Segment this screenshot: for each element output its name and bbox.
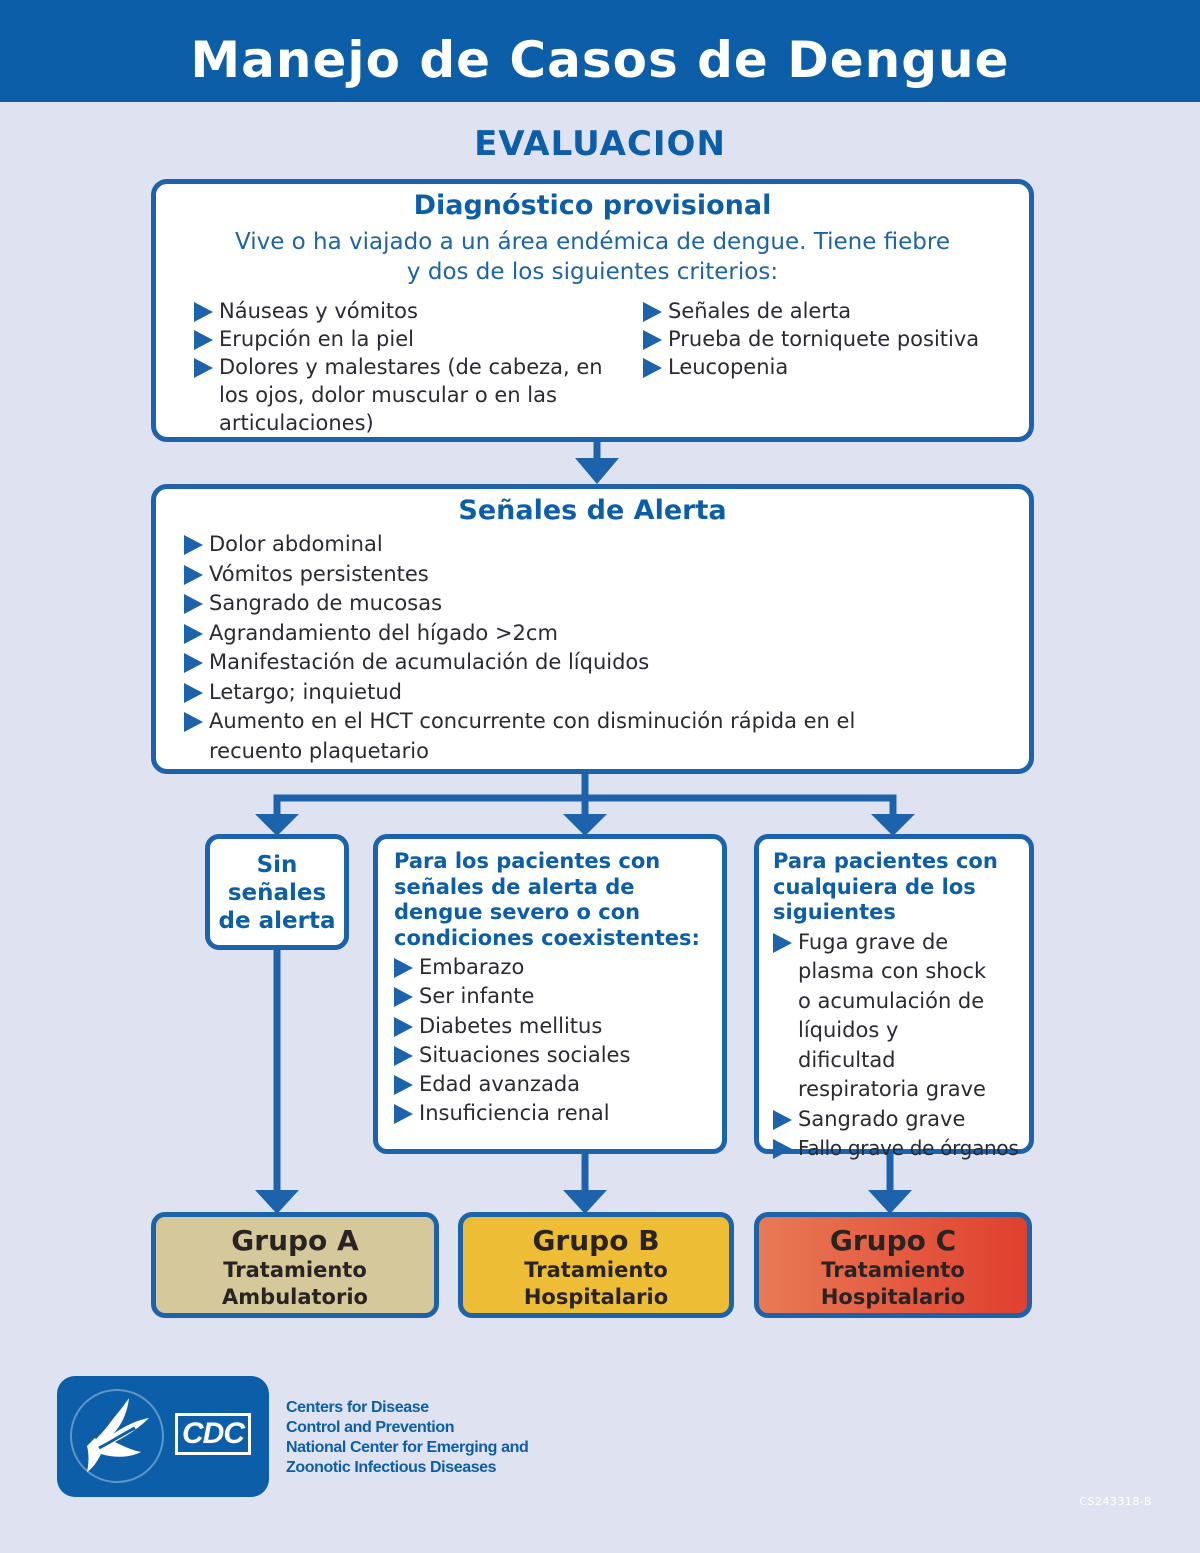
- arrowhead-pacientes-b: [563, 814, 607, 836]
- arrowhead-pacientes-c: [871, 814, 915, 836]
- document-code: CS243318-B: [1079, 1495, 1152, 1508]
- list-item: Letargo; inquietud: [184, 678, 874, 708]
- sin-alerta-line1: Sin: [256, 852, 298, 878]
- list-item: Situaciones sociales: [394, 1041, 708, 1070]
- diagnostico-box: Diagnóstico provisional Vive o ha viajad…: [151, 179, 1034, 442]
- agency-name: Centers for Disease Control and Preventi…: [286, 1398, 529, 1478]
- pacientes-b-heading: Para los pacientes con señales de alerta…: [394, 849, 700, 950]
- group-a-line1: Tratamiento: [223, 1258, 367, 1282]
- cdc-logo-text: CDC: [182, 1417, 245, 1450]
- group-c-title: Grupo C: [829, 1224, 957, 1257]
- header-banner: Manejo de Casos de Dengue: [0, 0, 1200, 102]
- list-item: Leucopenia: [643, 353, 1023, 381]
- list-item: Manifestación de acumulación de líquidos: [184, 648, 874, 678]
- page-title: Manejo de Casos de Dengue: [190, 31, 1010, 89]
- arrowhead-group-a: [255, 1190, 299, 1214]
- list-item: Ser infante: [394, 982, 708, 1011]
- arrowhead-group-b: [563, 1190, 607, 1214]
- agency-line-1: Centers for Disease: [286, 1399, 429, 1416]
- group-c-line2: Hospitalario: [820, 1285, 966, 1309]
- arrowhead-alert: [575, 458, 619, 484]
- diagnostico-subtitle-2: y dos de los siguientes criterios:: [406, 259, 779, 285]
- arrowhead-group-c: [868, 1190, 912, 1214]
- list-item: Sangrado grave: [773, 1105, 1021, 1135]
- group-a-box: Grupo A Tratamiento Ambulatorio: [151, 1212, 439, 1318]
- list-item: Señales de alerta: [643, 297, 1023, 325]
- list-item: Fallo grave de órganos: [773, 1134, 1021, 1164]
- pacientes-c-box: Para pacientes con cualquiera de los sig…: [754, 834, 1034, 1160]
- pacientes-b-box: Para los pacientes con señales de alerta…: [373, 834, 727, 1154]
- list-item: Dolores y malestares (de cabeza, en los …: [194, 353, 614, 437]
- alerta-box: Señales de Alerta Dolor abdominal Vómito…: [151, 484, 1034, 774]
- arrowhead-sin: [255, 814, 299, 836]
- list-item: Vómitos persistentes: [184, 560, 874, 590]
- list-item: Insuficiencia renal: [394, 1099, 708, 1128]
- list-item: Dolor abdominal: [184, 530, 874, 560]
- group-a-line2: Ambulatorio: [222, 1285, 368, 1309]
- group-b-box: Grupo B Tratamiento Hospitalario: [458, 1212, 734, 1318]
- section-title: EVALUACION: [474, 124, 726, 164]
- list-item: Erupción en la piel: [194, 325, 614, 353]
- diagnostico-subtitle-1: Vive o ha viajado a un área endémica de …: [234, 229, 950, 255]
- group-c-line1: Tratamiento: [821, 1258, 965, 1282]
- agency-line-3: National Center for Emerging and: [286, 1439, 529, 1456]
- sin-alerta-box: Sin señales de alerta: [205, 834, 349, 950]
- group-b-line1: Tratamiento: [524, 1258, 668, 1282]
- list-item: Sangrado de mucosas: [184, 589, 874, 619]
- diagnostico-right-list: Señales de alerta Prueba de torniquete p…: [643, 297, 1023, 381]
- hhs-eagle-icon: [70, 1389, 164, 1483]
- cdc-logo-icon: CDC: [175, 1413, 251, 1455]
- list-item: Edad avanzada: [394, 1070, 708, 1099]
- diagnostico-left-list: Náuseas y vómitos Erupción en la piel Do…: [194, 297, 614, 437]
- agency-line-2: Control and Prevention: [286, 1419, 455, 1436]
- alerta-list: Dolor abdominal Vómitos persistentes San…: [184, 530, 874, 766]
- alerta-title: Señales de Alerta: [458, 495, 727, 526]
- group-c-box: Grupo C Tratamiento Hospitalario: [754, 1212, 1032, 1318]
- group-a-title: Grupo A: [231, 1224, 359, 1257]
- agency-line-4: Zoonotic Infectious Diseases: [286, 1459, 497, 1476]
- list-item: Diabetes mellitus: [394, 1012, 708, 1041]
- diagnostico-title: Diagnóstico provisional: [413, 190, 772, 221]
- hhs-cdc-logo: CDC: [57, 1376, 269, 1497]
- pacientes-b-list: Embarazo Ser infante Diabetes mellitus S…: [394, 953, 708, 1129]
- sin-alerta-line3: de alerta: [218, 908, 336, 934]
- sin-alerta-line2: señales: [227, 880, 327, 906]
- pacientes-c-heading: Para pacientes con cualquiera de los sig…: [773, 849, 998, 924]
- group-b-title: Grupo B: [532, 1224, 660, 1257]
- pacientes-c-list: Fuga grave de plasma con shock o acumula…: [773, 928, 1021, 1164]
- group-b-line2: Hospitalario: [523, 1285, 669, 1309]
- list-item: Náuseas y vómitos: [194, 297, 614, 325]
- list-item: Agrandamiento del hígado >2cm: [184, 619, 874, 649]
- list-item: Fuga grave de plasma con shock o acumula…: [773, 928, 1021, 1105]
- list-item: Embarazo: [394, 953, 708, 982]
- list-item: Prueba de torniquete positiva: [643, 325, 1023, 353]
- list-item: Aumento en el HCT concurrente con dismin…: [184, 707, 874, 766]
